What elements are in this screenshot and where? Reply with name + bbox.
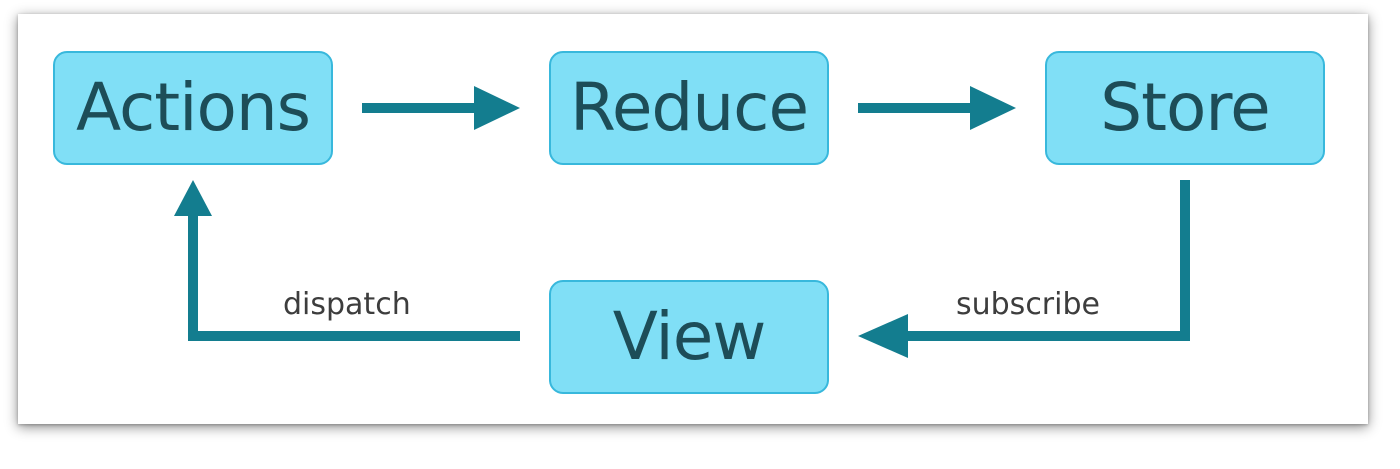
store-label: Store	[1100, 69, 1270, 146]
arrow-store-to-view	[858, 180, 1190, 358]
reduce-label: Reduce	[569, 69, 809, 146]
view-node: View	[549, 280, 829, 394]
arrow-view-to-actions	[174, 180, 520, 341]
view-label: View	[612, 298, 767, 375]
arrow-actions-to-reduce	[362, 86, 520, 130]
arrow-reduce-to-store	[858, 86, 1016, 130]
subscribe-label: subscribe	[956, 287, 1100, 322]
actions-node: Actions	[53, 51, 333, 165]
dispatch-label: dispatch	[283, 287, 411, 322]
actions-label: Actions	[75, 69, 311, 146]
store-node: Store	[1045, 51, 1325, 165]
reduce-node: Reduce	[549, 51, 829, 165]
